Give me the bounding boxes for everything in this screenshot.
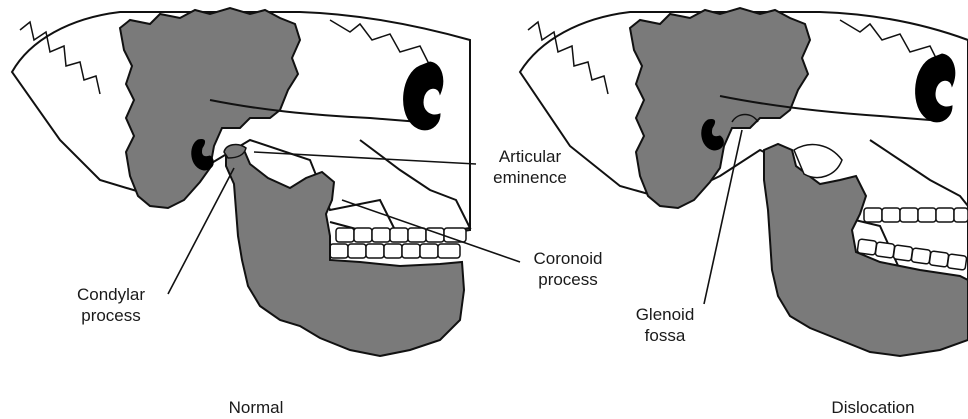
caption-normal: Normal — [196, 398, 316, 418]
normal-upper-teeth — [336, 228, 466, 242]
dislocation-upper-teeth — [864, 208, 968, 222]
label-glenoid-fossa: Glenoid fossa — [622, 304, 708, 346]
normal-temporal-bone — [120, 8, 300, 208]
dislocation-panel — [520, 8, 968, 356]
caption-dislocation: Dislocation — [808, 398, 938, 418]
label-coronoid-process: Coronoid process — [518, 248, 618, 290]
label-condylar-process: Condylar process — [56, 284, 166, 326]
label-articular-eminence: Articular eminence — [480, 146, 580, 188]
normal-lower-teeth — [330, 244, 460, 258]
